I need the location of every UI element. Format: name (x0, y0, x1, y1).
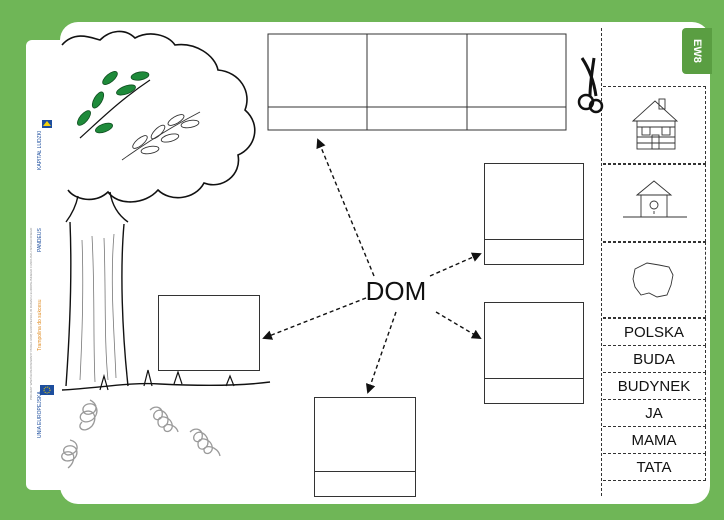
house-icon (631, 98, 679, 150)
poland-map-icon (632, 262, 674, 298)
word-card-polska[interactable]: POLSKA (603, 318, 706, 346)
picture-card-birdhouse[interactable] (603, 164, 706, 242)
birdhouse-icon (623, 180, 687, 218)
picture-box-left[interactable] (158, 295, 260, 371)
picture-card-house[interactable] (603, 86, 706, 164)
eu-flag-icon (40, 120, 54, 395)
word-card-budynek[interactable]: BUDYNEK (603, 372, 706, 400)
picture-box-right-bottom[interactable] (484, 302, 584, 404)
center-word: DOM (365, 276, 427, 306)
word-card-tata[interactable]: TATA (603, 453, 706, 481)
word-card-ja[interactable]: JA (603, 399, 706, 427)
picture-card-poland[interactable] (603, 242, 706, 318)
cut-line (601, 28, 602, 496)
picture-box-bottom[interactable] (314, 397, 416, 497)
sponsor-sidebar: KAPITAŁ LUDZKI PANDEUS Trampolina do suk… (26, 40, 64, 490)
word-card-mama[interactable]: MAMA (603, 426, 706, 454)
word-card-buda[interactable]: BUDA (603, 345, 706, 373)
picture-box-right-top[interactable] (484, 163, 584, 265)
sheet-code-label: EW8 (691, 39, 703, 63)
sheet-code-tag: EW8 (682, 28, 712, 74)
